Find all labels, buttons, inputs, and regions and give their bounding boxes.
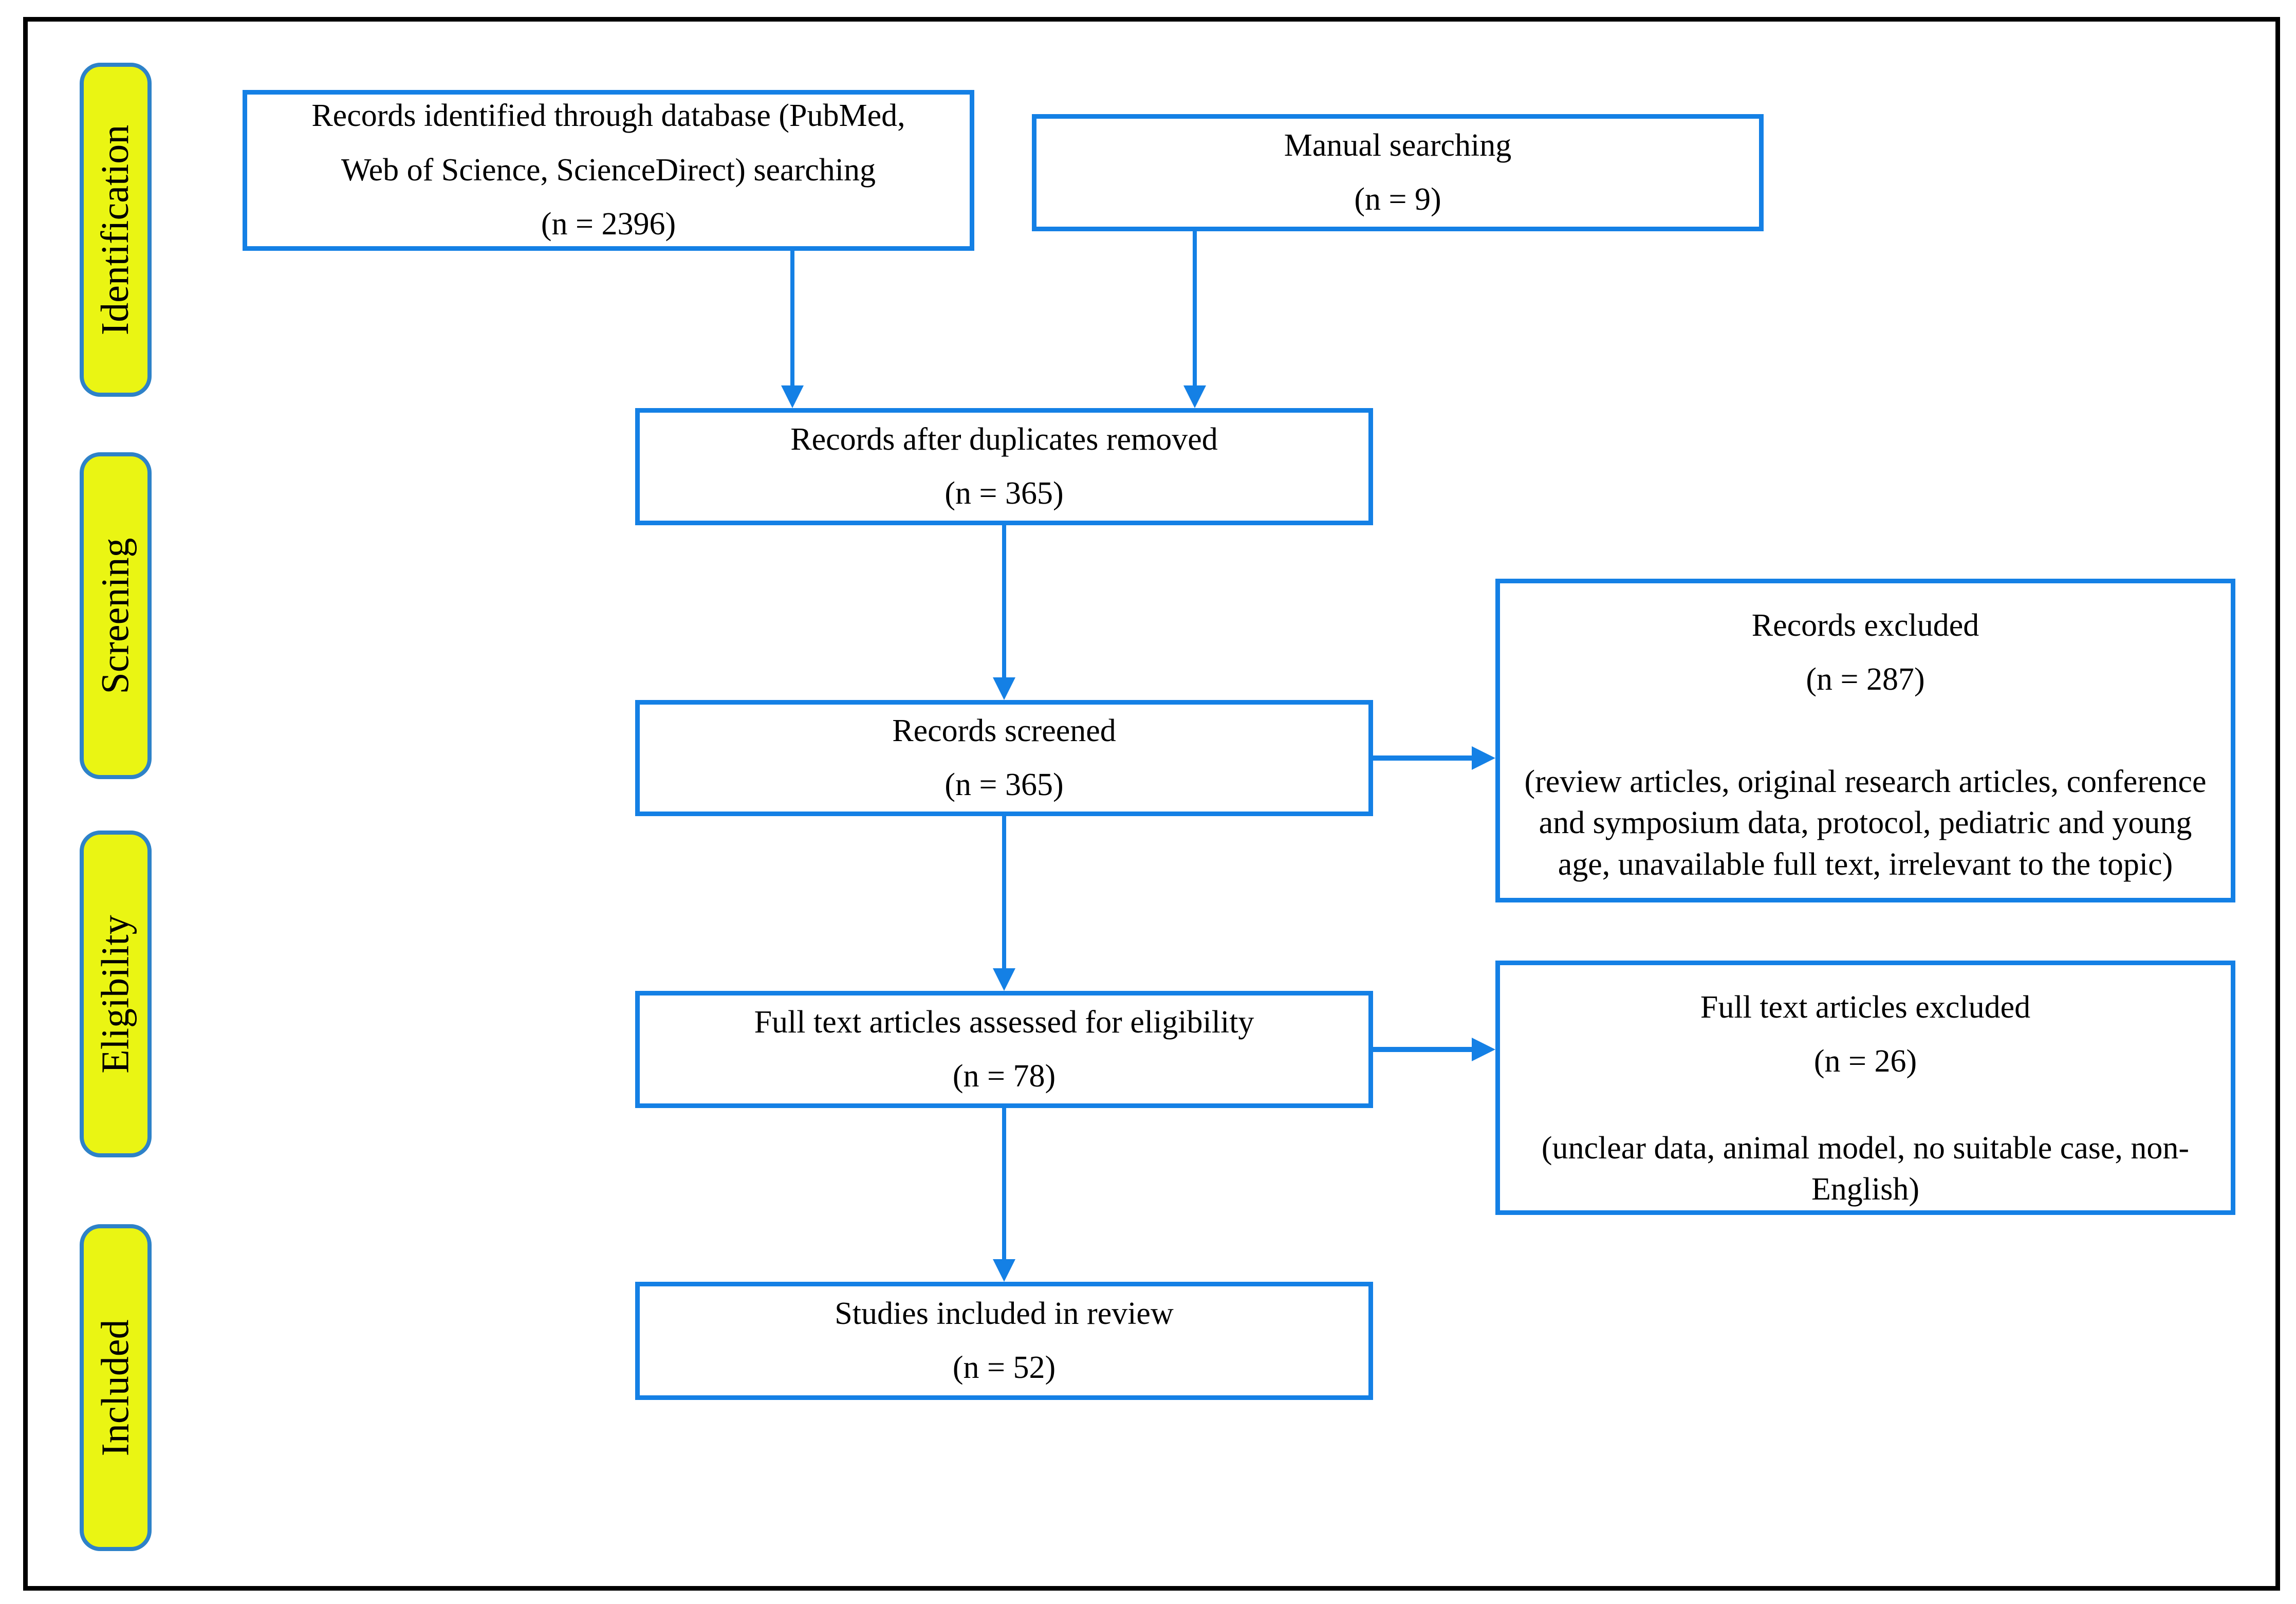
box-count: (n = 9) <box>1354 182 1441 217</box>
arrow-duplicates-to-screened <box>1002 523 1006 677</box>
box-duplicates-removed: Records after duplicates removed (n = 36… <box>635 408 1373 525</box>
box-studies-included: Studies included in review (n = 52) <box>635 1282 1373 1400</box>
arrowhead-down-icon <box>993 968 1015 991</box>
stage-label-screening: Screening <box>80 452 152 779</box>
box-fulltext-assessed: Full text articles assessed for eligibil… <box>635 991 1373 1108</box>
box-count: (n = 365) <box>945 767 1064 802</box>
arrowhead-right-icon <box>1472 1038 1495 1061</box>
box-count: (n = 365) <box>945 476 1064 511</box>
stage-label-text: Included <box>94 1319 137 1456</box>
box-count: (n = 287) <box>1806 662 1925 697</box>
stage-label-eligibility: Eligibility <box>80 831 152 1157</box>
box-text: Manual searching <box>1284 127 1512 163</box>
box-records-screened: Records screened (n = 365) <box>635 700 1373 816</box>
arrowhead-down-icon <box>781 385 804 408</box>
stage-label-text: Screening <box>94 538 137 694</box>
box-title: Records excluded <box>1751 608 1979 643</box>
box-count: (n = 52) <box>952 1350 1056 1385</box>
arrowhead-down-icon <box>993 1259 1015 1282</box>
box-title: Full text articles excluded <box>1700 990 2031 1025</box>
box-text: Records screened <box>892 713 1116 748</box>
stage-label-text: Eligibility <box>94 914 137 1074</box>
box-manual-searching: Manual searching (n = 9) <box>1032 114 1764 231</box>
stage-label-text: Identification <box>94 124 137 335</box>
box-text: Studies included in review <box>835 1296 1174 1331</box>
box-records-identified: Records identified through database (Pub… <box>243 90 974 251</box>
box-count: (n = 2396) <box>541 207 676 242</box>
arrow-screened-to-fulltext <box>1002 814 1006 968</box>
box-text: Records after duplicates removed <box>790 421 1218 457</box>
arrow-fulltext-to-fulltext-excluded <box>1371 1047 1472 1052</box>
box-note: (review articles, original research arti… <box>1524 764 2207 882</box>
box-count: (n = 26) <box>1813 1044 1917 1079</box>
box-text: Full text articles assessed for eligibil… <box>754 1004 1254 1040</box>
box-count: (n = 78) <box>952 1059 1056 1094</box>
box-fulltext-excluded: Full text articles excluded (n = 26) (un… <box>1495 961 2235 1215</box>
box-text: Records identified through database (Pub… <box>311 98 905 188</box>
arrowhead-down-icon <box>1183 385 1206 408</box>
diagram-frame <box>23 17 2280 1591</box>
arrow-fulltext-to-included <box>1002 1106 1006 1259</box>
arrowhead-right-icon <box>1472 746 1495 770</box>
arrow-identified-to-duplicates <box>790 249 794 385</box>
box-records-excluded: Records excluded (n = 287) (review artic… <box>1495 579 2235 902</box>
stage-label-identification: Identification <box>80 63 152 397</box>
arrow-manual-to-duplicates <box>1193 229 1197 385</box>
arrow-screened-to-records-excluded <box>1371 755 1472 761</box>
stage-label-included: Included <box>80 1224 152 1551</box>
arrowhead-down-icon <box>993 677 1015 700</box>
box-note: (unclear data, animal model, no suitable… <box>1541 1130 2190 1207</box>
